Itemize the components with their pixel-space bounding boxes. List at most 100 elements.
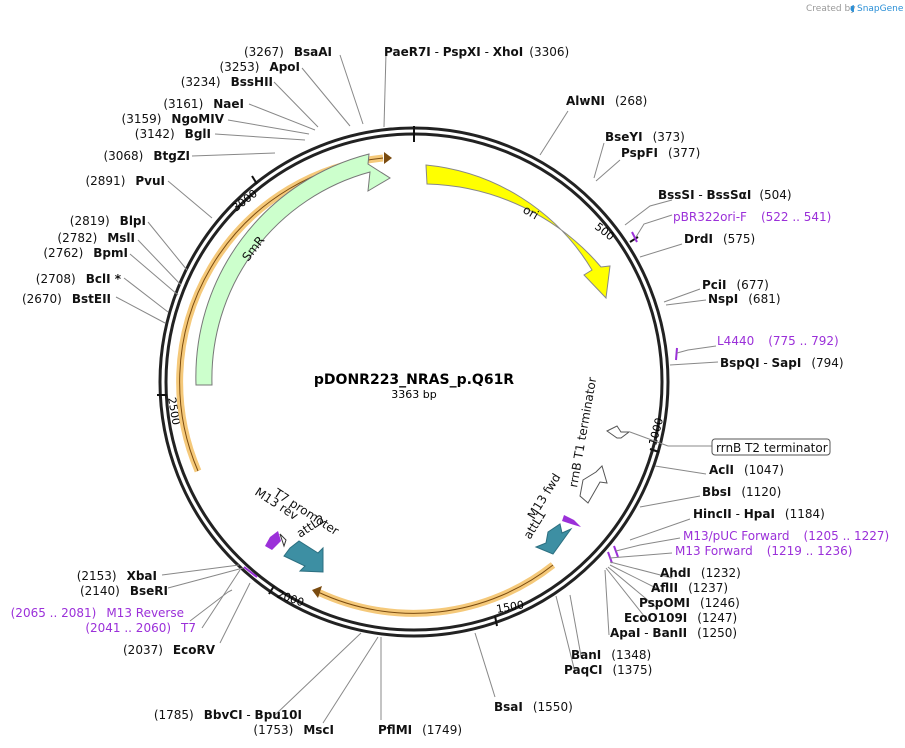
rrnb-t2-label-box [711, 438, 831, 456]
primer-pbr322ori-f-range: (522 .. 541) [761, 210, 831, 224]
enzyme-paer7i[interactable]: PaeR7I [384, 45, 431, 59]
svg-text:PciI(677): PciI(677) [702, 278, 769, 292]
enzyme-nspi[interactable]: NspI [708, 292, 738, 306]
enzyme-banii[interactable]: BanII [652, 626, 687, 640]
svg-text:(2762)BpmI: (2762)BpmI [43, 246, 128, 260]
enzyme-acli-pos: (1047) [744, 463, 784, 477]
enzyme-ecoo109i-pos: (1247) [697, 611, 737, 625]
enzyme-pspomi[interactable]: PspOMI [639, 596, 690, 610]
attl1-feature[interactable] [534, 523, 573, 555]
primer-pbr322ori-f[interactable]: pBR322ori-F [673, 210, 747, 224]
enzyme-bbvci-pos: (1785) [154, 708, 194, 722]
rrnb-t2-terminator-feature[interactable] [606, 425, 631, 439]
attl2-feature[interactable] [283, 540, 324, 573]
enzyme-xhoi[interactable]: XhoI [493, 45, 524, 59]
svg-text:PspOMI(1246): PspOMI(1246) [639, 596, 740, 610]
enzyme-bani[interactable]: BanI [571, 648, 601, 662]
enzyme-bbvci[interactable]: BbvCI [204, 708, 243, 722]
primer-m13-puc-forward[interactable]: M13/pUC Forward [683, 529, 790, 543]
enzyme-bgli[interactable]: BglI [185, 127, 211, 141]
tick-mark-2000 [268, 585, 275, 595]
primer-t7[interactable]: T7 [180, 621, 196, 635]
enzyme-pspfi-pos: (377) [668, 146, 700, 160]
enzyme-pspfi[interactable]: PspFI [621, 146, 658, 160]
svg-text:M13/pUC Forward(1205 .. 1227): M13/pUC Forward(1205 .. 1227) [683, 529, 889, 543]
enzyme-aflii-pos: (1237) [688, 581, 728, 595]
enzyme-acli[interactable]: AclI [709, 463, 734, 477]
tick-mark-1000 [649, 448, 660, 453]
svg-text:BsaI(1550): BsaI(1550) [494, 700, 573, 714]
enzyme-apai[interactable]: ApaI [610, 626, 640, 640]
enzyme-hpai[interactable]: HpaI [744, 507, 775, 521]
enzyme-apoi[interactable]: ApoI [269, 60, 300, 74]
svg-text:(3161)NaeI: (3161)NaeI [163, 97, 244, 111]
svg-text:BssSI - BssSαI(504): BssSI - BssSαI(504) [658, 188, 792, 202]
rrnb-t2-leader [629, 431, 669, 447]
enzyme-bpmi[interactable]: BpmI [93, 246, 128, 260]
enzyme-pcii[interactable]: PciI [702, 278, 727, 292]
primer-m13-reverse-range: (2065 .. 2081) [11, 606, 97, 620]
svg-text:PaqCI(1375): PaqCI(1375) [564, 663, 652, 677]
enzyme-bcli[interactable]: BclI * [86, 272, 122, 286]
enzyme-bsshii[interactable]: BssHII [231, 75, 273, 89]
enzyme-naei[interactable]: NaeI [213, 97, 244, 111]
enzyme-pspxi[interactable]: PspXI [443, 45, 481, 59]
enzyme-paqci[interactable]: PaqCI [564, 663, 602, 677]
svg-text:(3234)BssHII: (3234) BssHII [181, 75, 273, 89]
tick-mark-500 [629, 236, 639, 243]
primer-labels: pBR322ori-F (522 .. 541) L4440 (775 .. 792… [11, 210, 890, 635]
enzyme-bsshii-pos: (3234) [181, 75, 221, 89]
enzyme-pflmi[interactable]: PflMI [378, 723, 412, 737]
enzyme-bseyi[interactable]: BseYI [605, 130, 643, 144]
enzyme-bsai[interactable]: BsaI [494, 700, 523, 714]
enzyme-sapi-pos: (794) [811, 356, 843, 370]
m13puc-mark [613, 545, 619, 558]
enzyme-bsssi[interactable]: BssSI [658, 188, 695, 202]
enzyme-bgli-pos: (3142) [135, 127, 175, 141]
enzyme-msli[interactable]: MslI [107, 231, 135, 245]
enzyme-xbai-pos: (2153) [77, 569, 117, 583]
svg-text:BspQI - SapI(794): BspQI - SapI(794) [720, 356, 844, 370]
enzyme-alwni-pos: (268) [615, 94, 647, 108]
enzyme-pvui[interactable]: PvuI [135, 174, 165, 188]
primer-l4440-range: (775 .. 792) [768, 334, 838, 348]
enzyme-bsaai[interactable]: BsaAI [294, 45, 332, 59]
enzyme-nspi-pos: (681) [748, 292, 780, 306]
svg-text:(2153)XbaI: (2153) XbaI [77, 569, 157, 583]
enzyme-xbai[interactable]: XbaI [127, 569, 157, 583]
enzyme-bsssai[interactable]: BssSαI [707, 188, 752, 202]
enzyme-ecoo109i[interactable]: EcoO109I [624, 611, 687, 625]
primer-m13-reverse[interactable]: M13 Reverse [106, 606, 184, 620]
enzyme-ahdi[interactable]: AhdI [660, 566, 691, 580]
enzyme-blpi[interactable]: BlpI [120, 214, 146, 228]
enzyme-btgzi[interactable]: BtgZI [153, 149, 190, 163]
enzyme-msci[interactable]: MscI [303, 723, 334, 737]
primer-l4440[interactable]: L4440 [717, 334, 754, 348]
t7-promoter-feature[interactable] [279, 533, 287, 548]
enzyme-sapi[interactable]: SapI [772, 356, 802, 370]
enzyme-bseri[interactable]: BseRI [130, 584, 168, 598]
enzyme-bsteii[interactable]: BstEII [72, 292, 111, 306]
enzyme-apoi-pos: (3253) [220, 60, 260, 74]
enzyme-ecorv[interactable]: EcoRV [173, 643, 216, 657]
enzyme-ngomiv[interactable]: NgoMIV [171, 112, 224, 126]
tick-mark-3000 [251, 175, 258, 185]
enzyme-bspqi[interactable]: BspQI [720, 356, 760, 370]
ori-feature[interactable] [425, 164, 611, 300]
enzyme-aflii[interactable]: AflII [651, 581, 678, 595]
enzyme-hincii[interactable]: HincII [693, 507, 732, 521]
enzyme-bbsi[interactable]: BbsI [702, 485, 731, 499]
enzyme-drdi[interactable]: DrdI [684, 232, 713, 246]
tick-mark-1500 [494, 615, 498, 627]
svg-text:pBR322ori-F(522 .. 541): pBR322ori-F (522 .. 541) [673, 210, 831, 224]
enzyme-msci-pos: (1753) [253, 723, 293, 737]
enzyme-bpu10i[interactable]: Bpu10I [255, 708, 302, 722]
m13-fwd-feature[interactable] [562, 515, 581, 527]
enzyme-alwni[interactable]: AlwNI [566, 94, 605, 108]
m13-rev-feature[interactable] [265, 531, 281, 550]
primer-m13-forward[interactable]: M13 Forward [675, 544, 753, 558]
smr-feature[interactable] [195, 153, 391, 386]
rrnb-t1-terminator-feature[interactable] [579, 465, 608, 504]
enzyme-ahdi-pos: (1232) [701, 566, 741, 580]
